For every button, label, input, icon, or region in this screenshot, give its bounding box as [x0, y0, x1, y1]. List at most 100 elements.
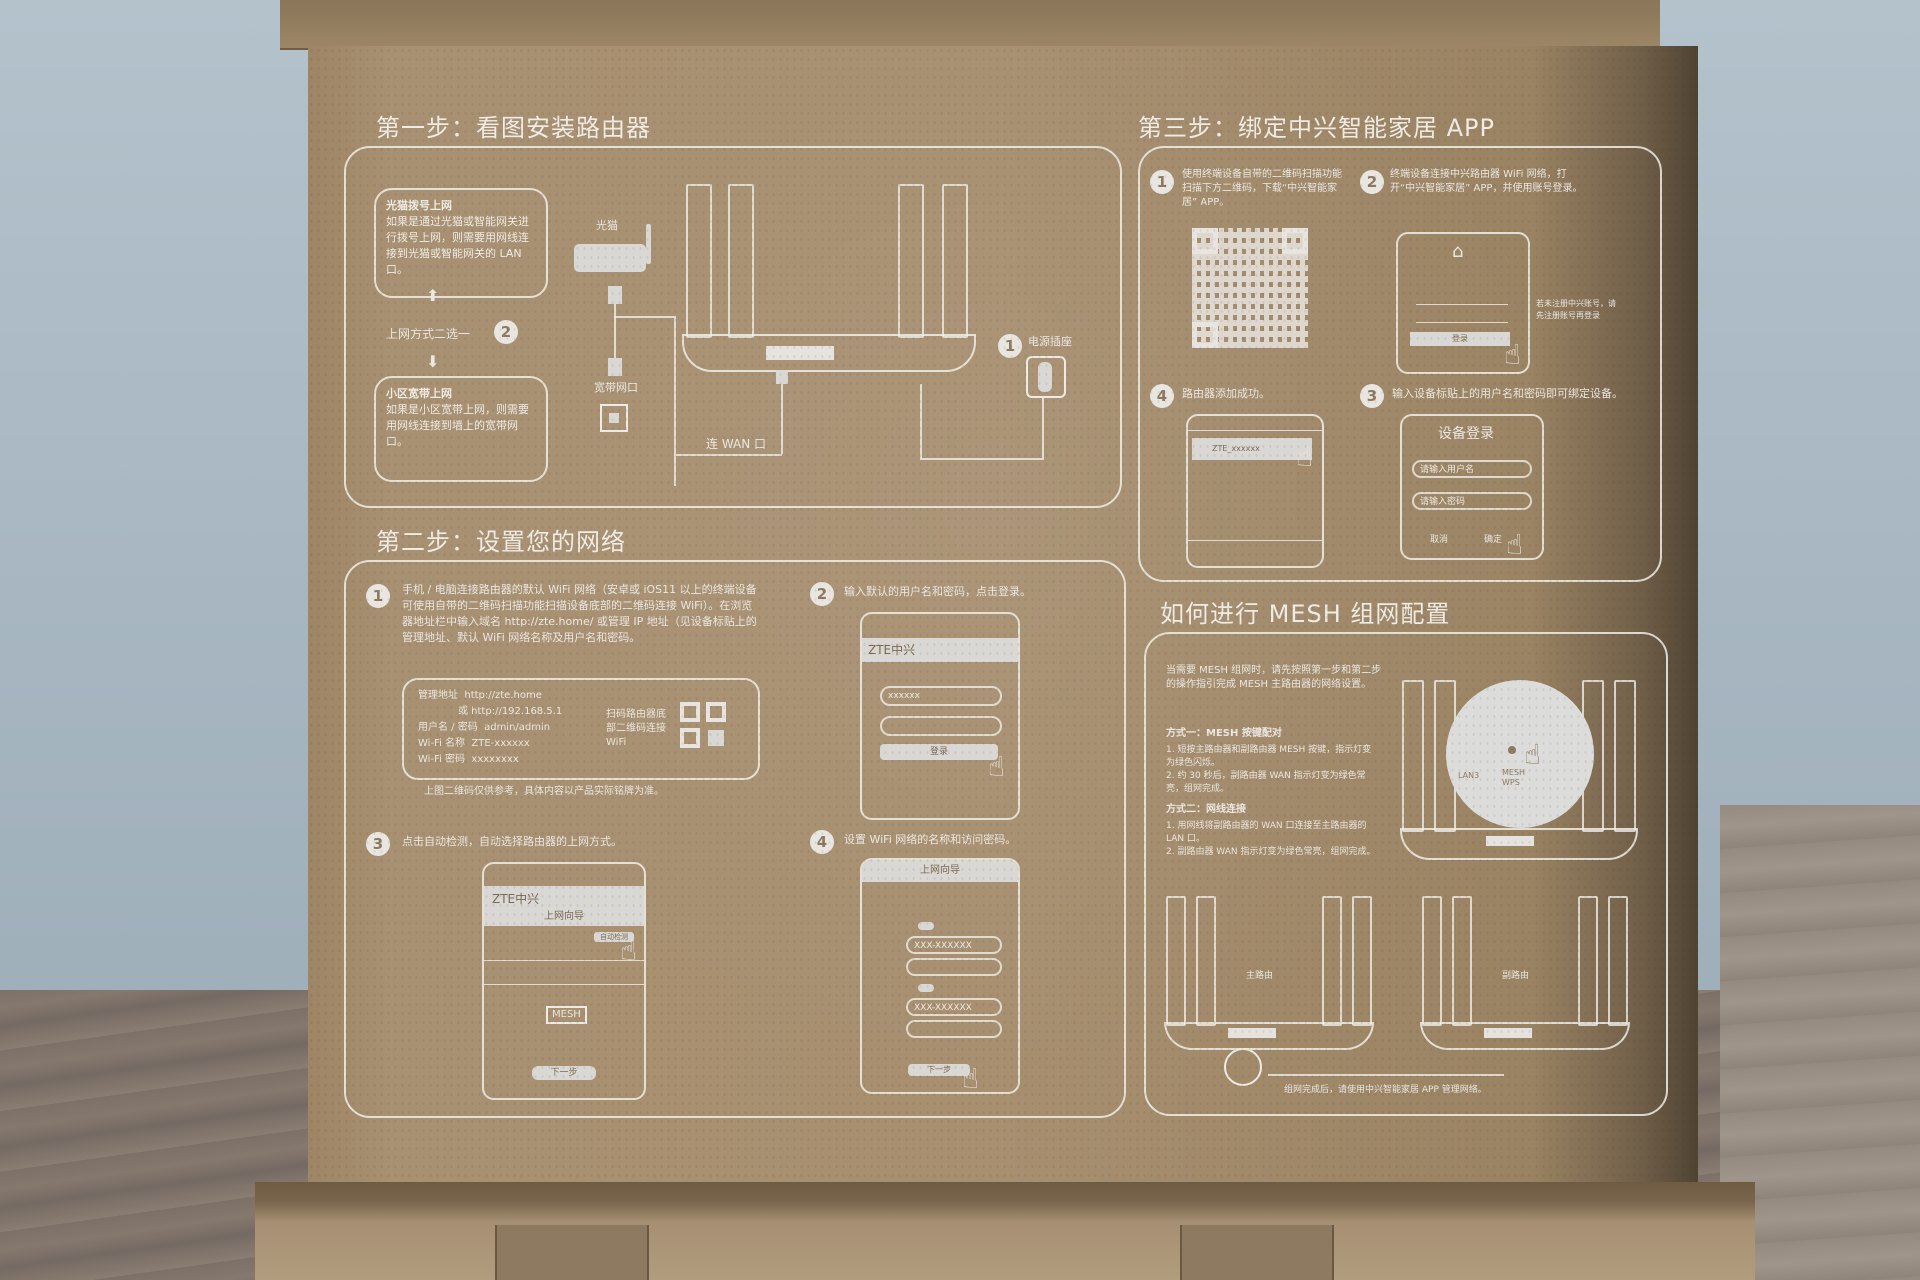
cable-line	[614, 316, 674, 318]
mesh-button-icon	[1508, 746, 1516, 754]
step3-num-1: 1	[1150, 170, 1174, 194]
router-antenna-icon	[942, 184, 968, 338]
step2-title: 第二步：设置您的网络	[376, 528, 626, 556]
broadband-body: 如果是小区宽带上网，则需要用网线连接到墙上的宽带网口。	[386, 403, 529, 448]
router-ports-icon	[1484, 1028, 1532, 1038]
step2-item3-text: 点击自动检测，自动选择路由器的上网方式。	[402, 835, 622, 848]
broadband-heading: 小区宽带上网	[386, 387, 452, 400]
step3-item3-text: 输入设备标贴上的用户名和密码即可绑定设备。	[1392, 387, 1623, 400]
tap-hand-icon: ☝	[1296, 440, 1314, 473]
step2-item4-text: 设置 WiFi 网络的名称和访问密码。	[844, 833, 1017, 846]
auto-detect-button: 自动检测	[594, 932, 634, 942]
mesh-footnote: 组网完成后，请使用中兴智能家居 APP 管理网络。	[1284, 1085, 1487, 1095]
arrow-down-icon: ⬇	[426, 352, 440, 371]
cable-line	[781, 384, 783, 454]
router-antenna-icon	[1196, 896, 1216, 1026]
toggle-switch	[918, 984, 934, 992]
brand-header: ZTE中兴 上网向导	[484, 886, 644, 926]
main-router-label: 主路由	[1246, 971, 1274, 981]
tap-hand-icon: ☝	[1506, 528, 1524, 561]
modem-icon	[574, 244, 646, 272]
mesh-title: 如何进行 MESH 组网配置	[1160, 600, 1451, 628]
qr-code-icon	[680, 702, 728, 750]
next-button: 下一步	[908, 1064, 970, 1076]
step2-panel: 1 手机 / 电脑连接路由器的默认 WiFi 网络（安卓或 iOS11 以上的终…	[344, 560, 1126, 1118]
modem-antenna-icon	[646, 224, 651, 264]
wifi-password-field	[906, 958, 1002, 976]
dialog-title: 设备登录	[1438, 426, 1494, 442]
arrow-up-icon: ⬆	[426, 286, 440, 305]
ethernet-wall-port-icon	[600, 404, 628, 432]
cable-plug-icon	[608, 358, 622, 376]
cable-line	[614, 304, 616, 358]
next-button: 下一步	[532, 1066, 596, 1080]
fiber-heading: 光猫拨号上网	[386, 199, 452, 212]
qr-hint: 扫码路由器底部二维码连接 WiFi	[606, 709, 666, 748]
box-lid-inside: 第一步：看图安装路由器 光猫拨号上网 如果是通过光猫或智能网关进行拨号上网，则需…	[308, 46, 1698, 1186]
router-antenna-icon	[1452, 896, 1472, 1026]
cable-line	[674, 454, 782, 456]
step3-item4-text: 路由器添加成功。	[1182, 387, 1270, 400]
fiber-body: 如果是通过光猫或智能网关进行拨号上网，则需要用网线连接到光猫或智能网关的 LAN…	[386, 215, 529, 276]
sub-router-label: 副路由	[1502, 971, 1530, 981]
brand-bar: ZTE中兴	[862, 638, 1018, 662]
wan-label: 连 WAN 口	[706, 437, 767, 451]
phone-wizard-screen: ZTE中兴 上网向导 自动检测 ☝ MESH 下一步	[482, 862, 646, 1100]
login-button: 登录	[880, 744, 998, 760]
choose-num: 2	[494, 320, 518, 344]
mesh-method1-title: 方式一：MESH 按键配对	[1166, 728, 1282, 739]
power-cable-line	[1042, 398, 1044, 458]
modem-label: 光猫	[596, 219, 618, 232]
wizard-header: 上网向导	[862, 860, 1018, 882]
mesh-method1-step: 1. 短按主路由器和副路由器 MESH 按键，指示灯变为绿色闪烁。2. 约 30…	[1166, 745, 1372, 794]
step2-num-2: 2	[810, 582, 834, 606]
cable-plug-icon	[608, 286, 622, 304]
tap-hand-icon: ☝	[620, 934, 638, 967]
ssid5-field: XXX-XXXXXX	[906, 998, 1002, 1016]
step1-panel: 光猫拨号上网 如果是通过光猫或智能网关进行拨号上网，则需要用网线连接到光猫或智能…	[344, 146, 1122, 508]
device-password-field: 请输入密码	[1412, 492, 1532, 510]
power-cable-line	[920, 458, 1044, 460]
step2-num-3: 3	[366, 832, 390, 856]
cable-line	[674, 316, 676, 486]
password-field	[880, 716, 1002, 736]
mesh-button-closeup: LAN3 MESH WPS ☝	[1446, 680, 1594, 828]
mesh-panel: 当需要 MESH 组网时，请先按照第一步和第二步的操作指引完成 MESH 主路由…	[1144, 632, 1668, 1116]
step2-num-4: 4	[810, 830, 834, 854]
mesh-intro: 当需要 MESH 组网时，请先按照第一步和第二步的操作指引完成 MESH 主路由…	[1166, 665, 1382, 690]
router-ports-icon	[1228, 1028, 1276, 1038]
username-field: xxxxxx	[880, 686, 1002, 706]
phone-login-screen: ZTE中兴 xxxxxx 登录 ☝	[860, 612, 1020, 820]
step2-item1-text: 手机 / 电脑连接路由器的默认 WiFi 网络（安卓或 iOS11 以上的终端设…	[402, 583, 757, 644]
fiber-bubble: 光猫拨号上网 如果是通过光猫或智能网关进行拨号上网，则需要用网线连接到光猫或智能…	[374, 188, 548, 298]
mesh-method2-title: 方式二：网线连接	[1166, 804, 1246, 815]
step2-item2-text: 输入默认的用户名和密码，点击登录。	[844, 585, 1031, 598]
step2-num-1: 1	[366, 584, 390, 608]
step3-panel: 1 使用终端设备自带的二维码扫描功能扫描下方二维码，下载“中兴智能家居” APP…	[1138, 146, 1662, 582]
power-cable-line	[920, 384, 922, 458]
confirm-button: 确定	[1484, 535, 1503, 545]
power-outlet-icon	[1026, 356, 1066, 398]
shield-home-icon: ⌂	[1452, 241, 1464, 262]
router-antenna-icon	[686, 184, 712, 338]
step1-title: 第一步：看图安装路由器	[376, 114, 651, 142]
tray-slot	[1180, 1225, 1334, 1280]
router-antenna-icon	[728, 184, 754, 338]
power-label: 电源插座	[1028, 335, 1072, 348]
broadband-bubble: 小区宽带上网 如果是小区宽带上网，则需要用网线连接到墙上的宽带网口。	[374, 376, 548, 482]
box-lid-fold	[280, 0, 1660, 50]
tap-hand-icon: ☝	[988, 750, 1006, 783]
tap-hand-icon: ☝	[1504, 338, 1522, 371]
cable-plug-icon	[776, 370, 788, 384]
tray-slot	[495, 1225, 649, 1280]
router-antenna-icon	[1402, 680, 1424, 832]
power-num: 1	[998, 334, 1022, 358]
router-ports-icon	[1486, 836, 1534, 846]
cancel-button: 取消	[1430, 535, 1449, 545]
router-antenna-icon	[1614, 680, 1636, 832]
mesh-icon: MESH	[546, 1006, 587, 1024]
device-list-screen: ZTE_xxxxxx ☝	[1186, 414, 1324, 568]
router-antenna-icon	[1322, 896, 1342, 1026]
router-antenna-icon	[1166, 896, 1186, 1026]
step3-num-3: 3	[1360, 384, 1384, 408]
